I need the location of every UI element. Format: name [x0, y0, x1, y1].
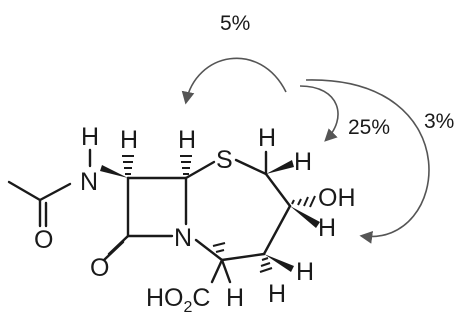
atom-h-coh-right: H	[318, 214, 336, 242]
wedge-c6-n	[100, 165, 128, 178]
atom-lactam-o: O	[90, 254, 109, 282]
noe-arrow-5	[181, 57, 287, 105]
atom-h-c3: H	[226, 284, 244, 312]
wedge-c-s-adj-h-right	[266, 160, 294, 174]
hash-c6-h	[122, 155, 134, 175]
atom-h-c-s-adj: H	[258, 124, 276, 152]
noe-arrow-3	[305, 79, 430, 244]
bond-s-c	[234, 158, 268, 176]
hash-clower-h-down	[259, 257, 273, 273]
atom-ring-n: N	[174, 224, 192, 252]
atom-h-clower-down: H	[268, 280, 286, 308]
bond-lactam-c-o-double	[102, 240, 125, 262]
atom-hydroxyl: OH	[318, 184, 356, 212]
noe-label-25: 25%	[348, 116, 390, 139]
bonds	[7, 148, 292, 284]
wedge-coh-h	[290, 206, 320, 228]
wedge-clower-h-right	[264, 254, 294, 272]
atom-ring-s: S	[216, 146, 233, 174]
noe-arrow-25	[299, 85, 339, 142]
atom-amide-o: O	[34, 226, 53, 254]
hash-c3	[212, 242, 226, 253]
bond-c3-h	[220, 258, 232, 284]
noe-label-5: 5%	[220, 12, 250, 35]
atom-amide-n-h: H	[81, 123, 99, 151]
atom-h-c-s-adj-right: H	[294, 148, 312, 176]
noe-label-3: 3%	[424, 110, 454, 133]
noe-labels: 5% 25% 3%	[220, 12, 454, 139]
hash-c5-h	[180, 155, 192, 175]
bond-coh-clower	[262, 204, 292, 256]
atom-carboxyl: HO2C	[146, 284, 210, 316]
bond-c3-n	[194, 238, 224, 262]
bond-c3-carboxyl	[210, 258, 224, 284]
atom-h-c6: H	[120, 126, 138, 154]
atom-h-clower-right: H	[296, 258, 314, 286]
bond-methyl-carbonyl	[7, 180, 42, 202]
atom-amide-n: N	[80, 168, 98, 196]
hash-coh-oh	[291, 195, 316, 208]
bond-carbonyl-n	[38, 182, 72, 202]
stereo-bonds	[100, 155, 320, 273]
bond-c-coh	[264, 172, 292, 208]
noe-arrows	[181, 57, 430, 244]
atom-h-c5: H	[178, 126, 196, 154]
bond-clower-c3	[220, 252, 266, 262]
atom-labels: N H O O N S OH HO2C H H H H H H H H	[34, 123, 356, 316]
bond-c5-s	[184, 160, 216, 180]
